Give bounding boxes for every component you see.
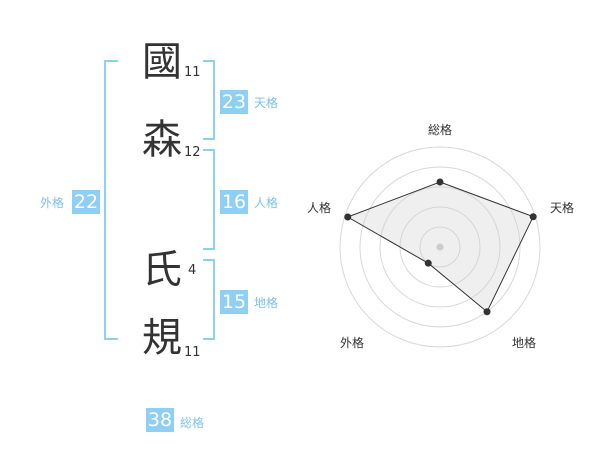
- jinkaku-badge: 16: [220, 190, 248, 214]
- radar-point: [529, 213, 537, 221]
- jinkaku-bracket: [203, 149, 215, 250]
- soukaku-badge: 38: [146, 408, 174, 432]
- gaikaku-label: 外格: [40, 196, 65, 210]
- tenkaku-badge: 23: [220, 90, 248, 114]
- name-char-3: 氏: [142, 247, 182, 293]
- name-char-2: 森: [142, 117, 182, 163]
- chikaku-label: 地格: [254, 296, 279, 310]
- tenkaku-label: 天格: [254, 96, 279, 110]
- radar-label-tenkaku: 天格: [550, 200, 574, 215]
- radar-label-gaikaku: 外格: [340, 335, 364, 350]
- radar-label-soukaku: 総格: [428, 122, 452, 137]
- radar-ring: [379, 186, 501, 308]
- radar-label-jinkaku: 人格: [307, 200, 331, 215]
- gaikaku-bracket: [104, 60, 118, 340]
- radar-ring: [419, 226, 461, 268]
- chikaku-badge: 15: [220, 290, 248, 314]
- radar-center-dot: [436, 243, 444, 251]
- soukaku-label: 総格: [180, 416, 205, 430]
- gaikaku-badge: 22: [72, 190, 100, 214]
- radar-ring: [359, 166, 521, 328]
- stroke-count-1: 11: [184, 65, 201, 80]
- radar-point: [483, 308, 491, 316]
- radar-point: [424, 259, 432, 267]
- stroke-count-4: 11: [184, 345, 201, 360]
- radar-label-chikaku: 地格: [512, 335, 536, 350]
- stroke-count-3: 4: [188, 263, 197, 278]
- chikaku-bracket: [203, 259, 215, 340]
- stroke-count-2: 12: [184, 145, 201, 160]
- name-char-4: 規: [142, 315, 182, 361]
- jinkaku-label: 人格: [254, 196, 279, 210]
- name-char-1: 國: [142, 39, 182, 85]
- radar-point: [436, 178, 444, 186]
- tenkaku-bracket: [203, 60, 215, 140]
- radar-point: [344, 213, 352, 221]
